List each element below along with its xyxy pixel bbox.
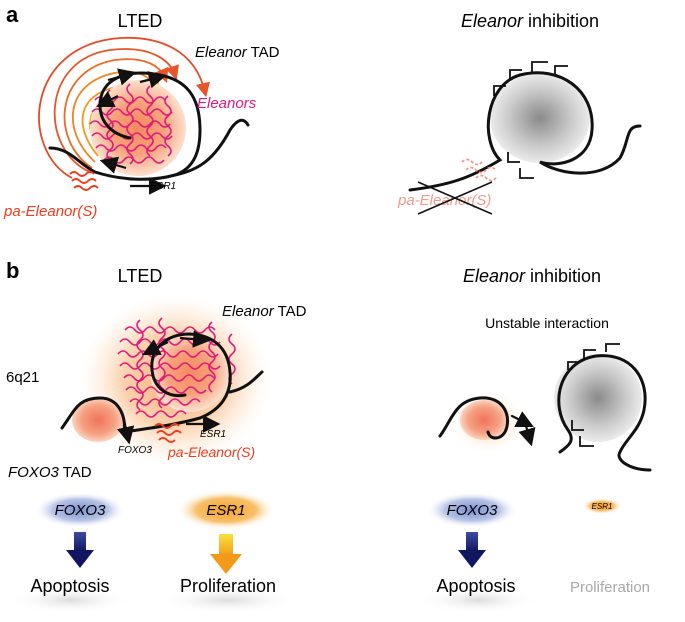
- esr1-label: ESR1: [150, 181, 176, 192]
- eleanor-tad-domain: [150, 332, 230, 412]
- panel-a-letter: a: [6, 2, 19, 27]
- foxo3-tad-domain: [460, 400, 508, 440]
- foxo3-protein-blob: [426, 492, 518, 528]
- apoptosis-label: Apoptosis: [30, 576, 109, 596]
- foxo3-protein-label: FOXO3: [55, 502, 107, 519]
- pa-eleanor-label: pa-Eleanor(S): [3, 203, 97, 220]
- esr1-protein-blob: [582, 498, 622, 514]
- panel-a-right: Eleanor inhibition pa-Eleanor(S): [397, 11, 642, 215]
- gene-arrows: [117, 330, 221, 445]
- panel-a-left-tad-label: Eleanor TAD: [195, 44, 280, 61]
- pa-eleanor-rna: [69, 171, 99, 191]
- chromatin-fiber-inactive: [557, 354, 652, 472]
- cross-out-mark: [417, 181, 493, 215]
- apoptosis-shadow: [8, 586, 132, 614]
- eleanor-tad-inactive: [490, 73, 590, 163]
- eleanor-tad-inactive: [554, 354, 642, 442]
- chromatin-fiber: [60, 332, 264, 434]
- foxo3-tad-label: FOXO3 TAD: [8, 464, 92, 481]
- panel-b-right-subtitle: Unstable interaction: [485, 315, 609, 331]
- panel-a-left: a LTED Eleanor TAD: [3, 2, 280, 220]
- eleanor-tad-domain: [90, 80, 186, 176]
- esr1-label: ESR1: [200, 429, 226, 440]
- panel-b-left-title: LTED: [118, 266, 163, 286]
- foxo3-protein-label: FOXO3: [447, 502, 499, 519]
- locus-label: 6q21: [6, 369, 39, 386]
- foxo3-fiber: [438, 396, 536, 447]
- panel-a-right-title: Eleanor inhibition: [461, 11, 599, 31]
- esr1-protein-label: ESR1: [206, 502, 245, 519]
- gene-arrows: [96, 68, 167, 195]
- apoptosis-shadow: [416, 586, 540, 614]
- title-rest: inhibition: [523, 11, 599, 31]
- panel-b-left: b LTED Eleanor TAD 6q21: [6, 258, 307, 614]
- foxo3-tad-domain: [72, 398, 124, 442]
- foxo3-tad-rest: TAD: [59, 464, 92, 481]
- chromatin-fiber-inactive: [408, 71, 642, 192]
- eleanors-label: Eleanors: [197, 95, 257, 112]
- proliferation-faded-label: Proliferation: [570, 579, 650, 596]
- title-rest: inhibition: [525, 266, 601, 286]
- insulator-brackets: [567, 343, 620, 447]
- pa-eleanor-inhibited-label: pa-Eleanor(S): [397, 192, 491, 209]
- foxo3-tad-italic: FOXO3: [8, 464, 60, 481]
- foxo3-small-label: FOXO3: [118, 445, 152, 456]
- apoptosis-label: Apoptosis: [436, 576, 515, 596]
- pa-eleanor-label: pa-Eleanor(S): [167, 444, 255, 460]
- proliferation-shadow: [156, 586, 300, 614]
- esr1-protein-blob: [176, 490, 276, 530]
- tad-label-rest: TAD: [274, 303, 307, 320]
- tad-label-rest: TAD: [247, 44, 280, 61]
- foxo3-down-arrow: [66, 532, 94, 568]
- panel-a-left-title: LTED: [118, 11, 163, 31]
- foxo3-down-arrow: [458, 532, 486, 568]
- esr1-down-arrow: [210, 534, 242, 574]
- panel-b-letter: b: [6, 258, 19, 283]
- title-italic: Eleanor: [461, 11, 524, 31]
- pa-eleanor-rna: [154, 423, 182, 443]
- panel-b-right-title: Eleanor inhibition: [463, 266, 601, 286]
- insulator-brackets: [493, 61, 568, 179]
- proliferation-label: Proliferation: [180, 576, 276, 596]
- tad-label-italic: Eleanor: [195, 44, 248, 61]
- title-italic: Eleanor: [463, 266, 526, 286]
- esr1-protein-label: ESR1: [592, 502, 613, 511]
- panel-b-right: Eleanor inhibition Unstable interaction …: [416, 266, 652, 614]
- foxo3-protein-blob: [34, 492, 126, 528]
- pa-eleanor-faded: [461, 158, 497, 182]
